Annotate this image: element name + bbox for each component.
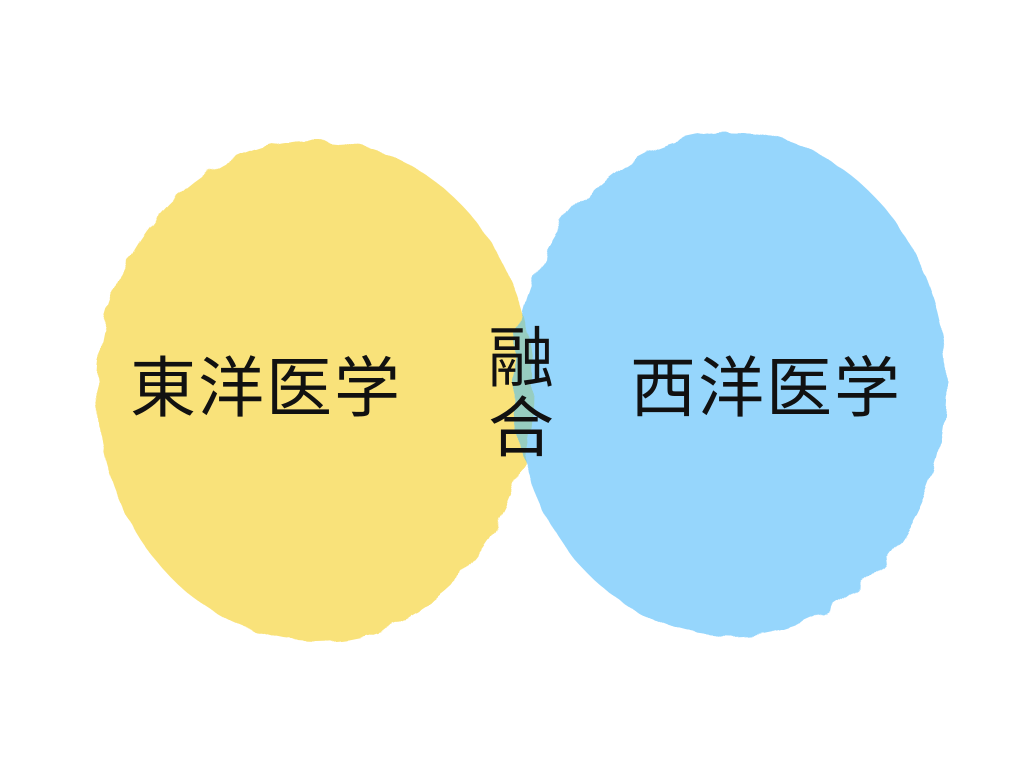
left-label: 東洋医学 xyxy=(130,350,402,427)
right-label: 西洋医学 xyxy=(630,350,902,427)
left-circle xyxy=(97,140,533,640)
overlap-label-bottom: 合 xyxy=(488,390,556,467)
overlap-label-top: 融 xyxy=(488,320,556,397)
right-circle xyxy=(514,132,946,636)
